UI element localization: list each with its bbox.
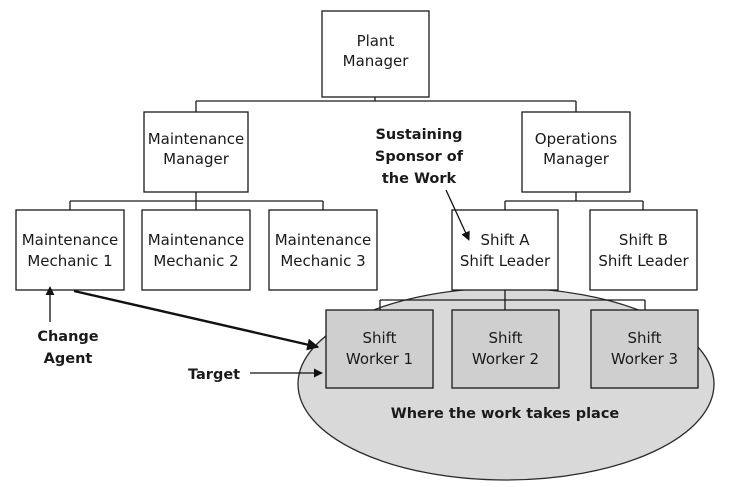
maintenance-mechanic-2-node: Maintenance Mechanic 2 bbox=[141, 209, 251, 291]
node-label-line1: Maintenance bbox=[148, 130, 245, 148]
node-label-line2: Manager bbox=[343, 52, 410, 70]
node-label-line2: Shift Leader bbox=[460, 252, 551, 270]
target-label: Target bbox=[188, 367, 240, 383]
node-label-line1: Shift A bbox=[480, 231, 530, 249]
node-label-line2: Worker 2 bbox=[472, 350, 539, 368]
node-label-line1: Maintenance bbox=[275, 231, 372, 249]
node-label-line1: Operations bbox=[535, 130, 618, 148]
node-label-line1: Plant bbox=[357, 32, 395, 50]
change-agent-to-worker-arrow bbox=[73, 289, 320, 351]
maintenance-mechanic-1-node: Maintenance Mechanic 1 bbox=[15, 209, 125, 291]
node-label-line2: Mechanic 2 bbox=[153, 252, 238, 270]
node-label-line1: Shift bbox=[627, 329, 661, 347]
annotation-line1: Sustaining bbox=[375, 127, 462, 143]
shift-worker-1-node: Shift Worker 1 bbox=[325, 309, 434, 389]
node-label-line2: Shift Leader bbox=[598, 252, 689, 270]
node-label-line2: Worker 3 bbox=[611, 350, 678, 368]
node-label-line2: Mechanic 1 bbox=[27, 252, 112, 270]
change-agent-annotation: Change Agent bbox=[37, 286, 320, 367]
work-area-label: Where the work takes place bbox=[391, 406, 620, 422]
shift-b-leader-node: Shift B Shift Leader bbox=[589, 209, 698, 291]
annotation-line3: the Work bbox=[382, 171, 457, 187]
sponsor-arrow bbox=[445, 189, 470, 241]
node-label-line2: Mechanic 3 bbox=[280, 252, 365, 270]
annotation-line2: Sponsor of bbox=[375, 149, 464, 165]
operations-manager-node: Operations Manager bbox=[521, 111, 631, 193]
node-label-line1: Shift bbox=[488, 329, 522, 347]
node-label-line2: Worker 1 bbox=[346, 350, 413, 368]
target-annotation: Target bbox=[188, 367, 323, 383]
connector-lines bbox=[69, 97, 646, 310]
node-label-line1: Maintenance bbox=[22, 231, 119, 249]
annotation-line1: Change bbox=[37, 329, 98, 345]
sustaining-sponsor-annotation: Sustaining Sponsor of the Work bbox=[375, 127, 470, 241]
maintenance-manager-node: Maintenance Manager bbox=[143, 111, 249, 193]
node-label-line1: Shift B bbox=[619, 231, 668, 249]
node-label-line1: Maintenance bbox=[148, 231, 245, 249]
shift-worker-2-node: Shift Worker 2 bbox=[451, 309, 560, 389]
shift-worker-3-node: Shift Worker 3 bbox=[590, 309, 699, 389]
shift-a-leader-node: Shift A Shift Leader bbox=[451, 209, 559, 291]
plant-manager-node: Plant Manager bbox=[321, 10, 430, 98]
node-label-line2: Manager bbox=[163, 150, 230, 168]
node-label-line2: Manager bbox=[543, 150, 610, 168]
maintenance-mechanic-3-node: Maintenance Mechanic 3 bbox=[268, 209, 378, 291]
node-label-line1: Shift bbox=[362, 329, 396, 347]
annotation-line2: Agent bbox=[44, 351, 93, 367]
